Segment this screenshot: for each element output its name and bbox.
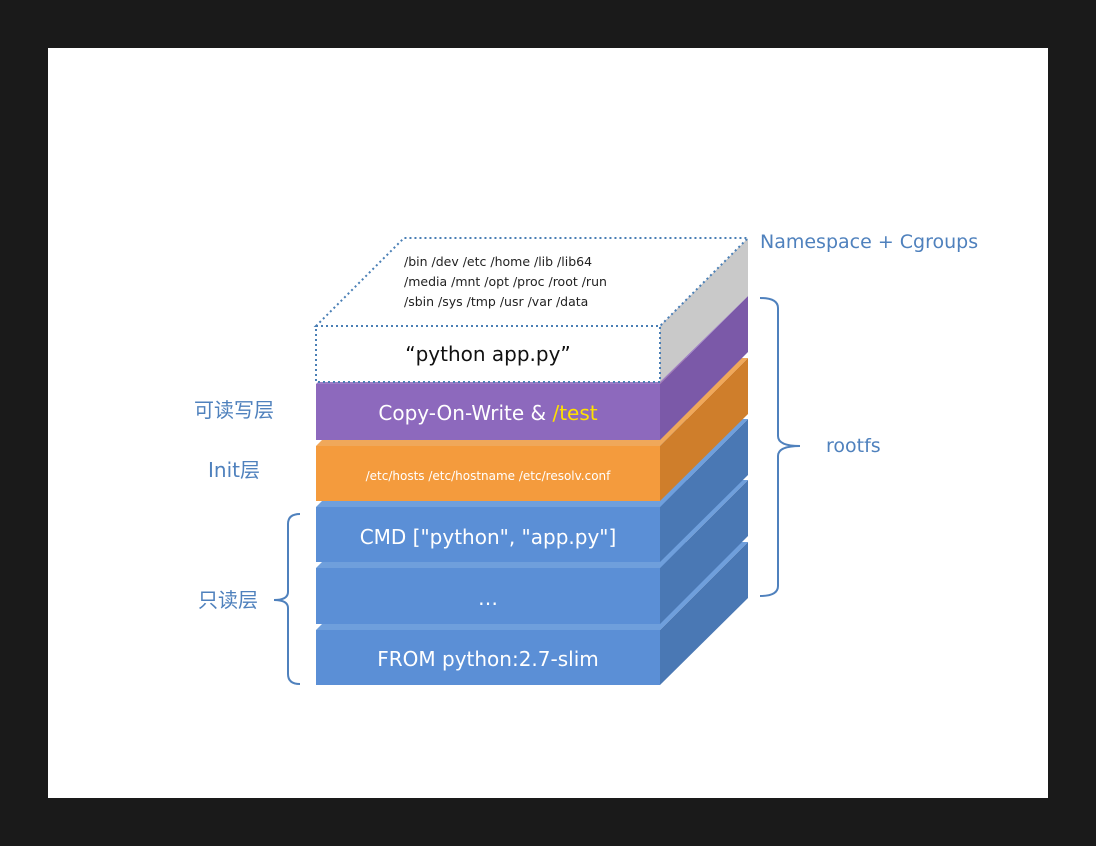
- rw-layer-text: Copy-On-Write &: [378, 401, 552, 425]
- ellipsis-layer-front: [316, 568, 660, 624]
- from-layer-front: [316, 630, 660, 685]
- readonly-side-label: 只读层: [198, 588, 258, 612]
- rw-layer-side-label: 可读写层: [194, 398, 274, 422]
- container-layer-front: [315, 325, 661, 383]
- rw-layer-side: [660, 296, 748, 440]
- container-layer: /bin /dev /etc /home /lib /lib64 /media …: [313, 237, 751, 383]
- diagram-canvas: FROM python:2.7-slim … CMD ["python", "a…: [48, 48, 1048, 798]
- init-layer-label: /etc/hosts /etc/hostname /etc/resolv.con…: [366, 469, 612, 483]
- paths-line-1: /bin /dev /etc /home /lib /lib64: [404, 254, 592, 269]
- ellipsis-layer-side: [660, 480, 748, 624]
- cmd-layer-front: [316, 507, 660, 562]
- namespace-cgroups-label: Namespace + Cgroups: [760, 231, 978, 253]
- from-layer-label: FROM python:2.7-slim: [377, 647, 599, 671]
- cmd-layer-label: CMD ["python", "app.py"]: [360, 525, 617, 549]
- ellipsis-layer-label: …: [478, 586, 498, 610]
- rootfs-brace: [759, 297, 801, 597]
- rw-layer-highlight: /test: [552, 401, 597, 425]
- python-command-text: “python app.py”: [405, 342, 571, 366]
- layer-stack-diagram: FROM python:2.7-slim … CMD ["python", "a…: [194, 231, 978, 685]
- init-layer-front: [316, 446, 660, 501]
- init-layer-side: [660, 358, 748, 501]
- readonly-brace: [273, 513, 301, 685]
- container-layer-side: [660, 238, 748, 382]
- cmd-layer-side: [660, 419, 748, 562]
- container-layer-top: [313, 237, 751, 327]
- rw-layer-label: Copy-On-Write & /test: [378, 401, 597, 425]
- from-layer-side: [660, 542, 748, 685]
- paths-line-2: /media /mnt /opt /proc /root /run: [404, 274, 607, 289]
- init-layer-side-label: Init层: [208, 458, 260, 482]
- paths-line-3: /sbin /sys /tmp /usr /var /data: [404, 294, 588, 309]
- rw-layer-front: [316, 384, 660, 440]
- rootfs-label: rootfs: [826, 435, 881, 457]
